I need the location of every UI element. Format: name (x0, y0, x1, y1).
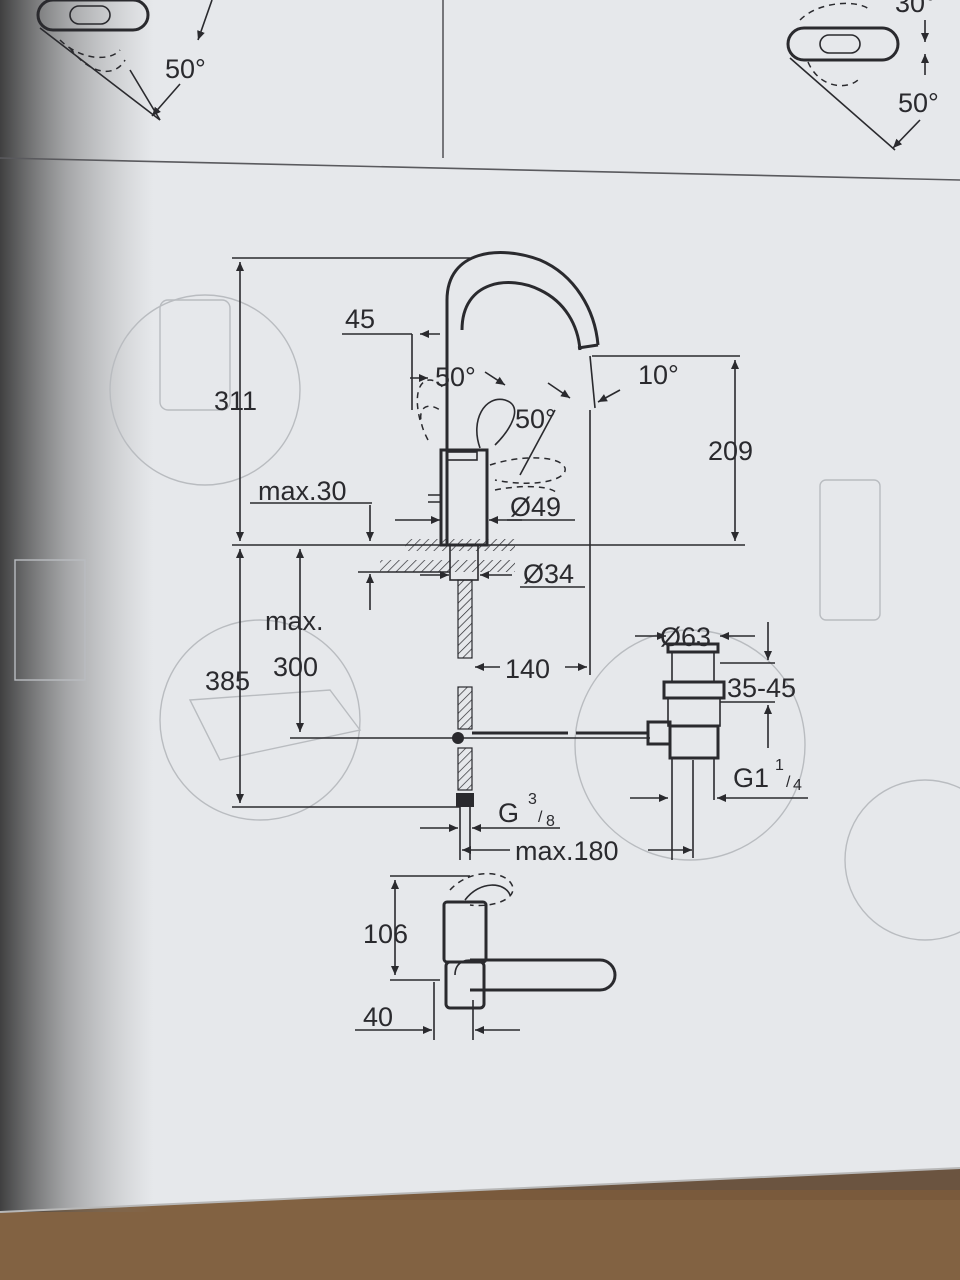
dim-max-label: max. (265, 606, 324, 636)
dim-diameter-34: Ø34 (523, 559, 574, 589)
dim-diameter-63: Ø63 (660, 622, 711, 652)
top-left-lever-detail: 50° (36, 0, 213, 121)
top-right-angle-label: 50° (898, 88, 939, 118)
dim-diameter-49: Ø49 (510, 492, 561, 522)
dim-thread-g1-num: 1 (775, 757, 784, 774)
dim-311: 311 (214, 386, 257, 416)
dim-209: 209 (708, 436, 753, 466)
svg-text:/: / (538, 809, 543, 826)
dim-angle-10: 10° (638, 360, 679, 390)
dim-40: 40 (363, 1002, 393, 1032)
dim-thread-g-den: 8 (546, 813, 555, 830)
waste-fitting (646, 642, 726, 860)
dim-thread-g1-den: 4 (793, 777, 802, 794)
panel-divider-horizontal (0, 157, 960, 181)
dim-angle-50-a: 50° (435, 362, 476, 392)
dim-106: 106 (363, 919, 408, 949)
dim-35-45: 35-45 (727, 673, 796, 703)
ghost-background-sketches (14, 294, 960, 941)
dim-max-30: max.30 (258, 476, 347, 506)
top-right-angle-top-label: 30° (895, 0, 936, 18)
faucet-front-view: 311 45 50° 50° 10° 209 max.30 Ø49 (205, 251, 808, 866)
top-left-angle-label: 50° (165, 54, 206, 84)
dim-max-180: max.180 (515, 836, 619, 866)
dim-300: 300 (273, 652, 318, 682)
faucet-side-view: 106 40 (355, 872, 617, 1040)
top-right-lever-detail: 30° 50° (786, 0, 939, 151)
svg-text:/: / (786, 774, 791, 791)
dim-45: 45 (345, 304, 375, 334)
dim-thread-g1: G1 (733, 763, 769, 793)
dim-385: 385 (205, 666, 250, 696)
dim-140: 140 (505, 654, 550, 684)
dim-thread-g: G (498, 798, 519, 828)
dim-angle-50-b: 50° (515, 404, 556, 434)
dim-thread-g-num: 3 (528, 791, 537, 808)
